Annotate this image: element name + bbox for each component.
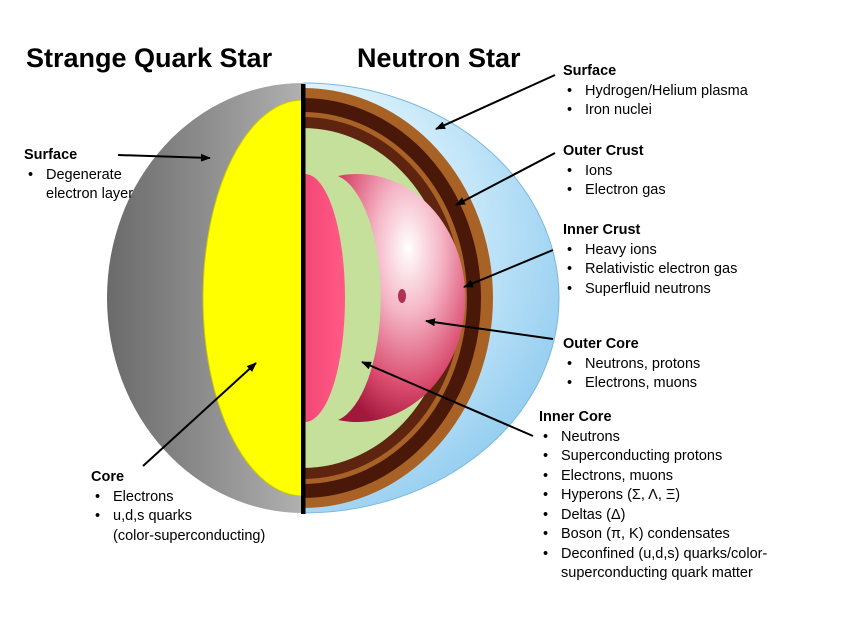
- inner-core-heading: Inner Core: [539, 409, 612, 425]
- arrow-inner-core: [361, 361, 534, 437]
- ns-surface-item: Hydrogen/Helium plasma: [563, 82, 748, 102]
- quark-core-label: Core Electrons u,d,s quarks (color-super…: [91, 468, 265, 546]
- ns-surface-heading: Surface: [563, 63, 617, 79]
- quark-core-item: Electrons: [91, 488, 265, 508]
- arrow-outer-core: [425, 318, 554, 340]
- inner-core-item: Neutrons: [539, 428, 767, 448]
- outer-crust-item: Electron gas: [563, 181, 666, 201]
- outer-core-item: Electrons, muons: [563, 374, 700, 394]
- outer-crust-item: Ions: [563, 162, 666, 182]
- outer-core-heading: Outer Core: [563, 336, 639, 352]
- neutron-star-half: [303, 82, 560, 514]
- quark-star-core: [202, 99, 303, 497]
- quark-star-title: Strange Quark Star: [26, 43, 273, 73]
- inner-core-label: Inner Core Neutrons Superconducting prot…: [539, 408, 767, 584]
- quark-surface-item: electron layer: [46, 186, 134, 202]
- inner-core-cut-face: [303, 174, 345, 422]
- neutron-star-title: Neutron Star: [357, 43, 521, 73]
- inner-core-spot: [398, 289, 406, 303]
- outer-core-label: Outer Core Neutrons, protons Electrons, …: [563, 335, 700, 394]
- quark-surface-item: Degenerate: [24, 166, 133, 186]
- inner-crust-item: Superfluid neutrons: [563, 280, 737, 300]
- outer-crust-label: Outer Crust Ions Electron gas: [563, 142, 666, 201]
- quark-star-half: [107, 83, 303, 513]
- ns-surface-label: Surface Hydrogen/Helium plasma Iron nucl…: [563, 62, 748, 121]
- inner-crust-heading: Inner Crust: [563, 222, 641, 238]
- inner-core-item: Boson (π, K) condensates: [539, 525, 767, 545]
- inner-core-item: superconducting quark matter: [561, 565, 753, 581]
- inner-core-item: Deltas (Δ): [539, 506, 767, 526]
- arrow-quark-surface: [117, 153, 211, 162]
- quark-core-heading: Core: [91, 469, 125, 485]
- inner-core-item: Electrons, muons: [539, 467, 767, 487]
- inner-core-item: Hyperons (Σ, Λ, Ξ): [539, 486, 767, 506]
- inner-core-item: Superconducting protons: [539, 447, 767, 467]
- arrow-quark-core: [142, 362, 257, 467]
- arrow-inner-crust: [463, 249, 554, 288]
- quark-surface-label: Surface Degenerate electron layer: [24, 146, 133, 205]
- quark-core-item: (color-superconducting): [113, 527, 266, 544]
- outer-core-item: Neutrons, protons: [563, 355, 700, 375]
- inner-core-item: Deconfined (u,d,s) quarks/color-: [539, 545, 767, 565]
- leader-arrows: [117, 74, 556, 467]
- inner-crust-item: Heavy ions: [563, 241, 737, 261]
- quark-core-item: u,d,s quarks: [91, 507, 265, 527]
- hemisphere-divider: [301, 84, 306, 514]
- inner-crust-item: Relativistic electron gas: [563, 260, 737, 280]
- arrow-ns-surface: [435, 74, 556, 130]
- ns-surface-item: Iron nuclei: [563, 101, 748, 121]
- outer-crust-heading: Outer Crust: [563, 143, 644, 159]
- arrow-outer-crust: [455, 152, 556, 206]
- inner-crust-label: Inner Crust Heavy ions Relativistic elec…: [563, 221, 737, 299]
- quark-surface-heading: Surface: [24, 147, 78, 163]
